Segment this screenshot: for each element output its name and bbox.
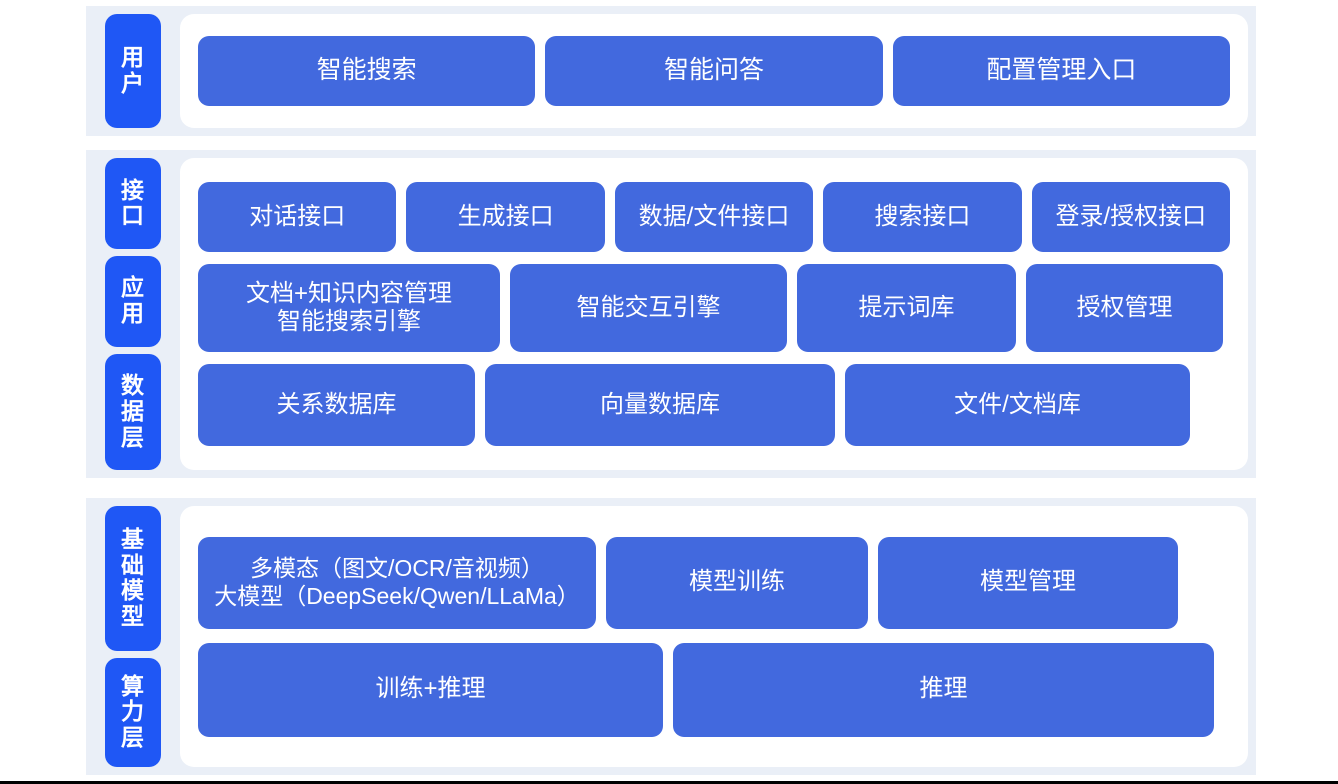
- card-middle: 对话接口 生成接口 数据/文件接口 搜索接口 登录/授权接口 文: [180, 158, 1248, 470]
- box-dialog-api-label: 对话接口: [249, 202, 346, 230]
- box-vector-database[interactable]: 向量数据库: [485, 364, 835, 446]
- box-search-api-label: 搜索接口: [874, 202, 971, 230]
- box-config-management-entry-label: 配置管理入口: [986, 56, 1137, 85]
- section-bottom: 基础模型 算力层 多模态（图文/OCR/音视频） 大模型（DeepSeek/Qw…: [86, 498, 1256, 775]
- box-training-and-inference-label: 训练+推理: [375, 675, 486, 703]
- row-application: 文档+知识内容管理 智能搜索引擎 智能交互引擎 提示词库 授权管理: [198, 264, 1230, 352]
- box-inference-label: 推理: [919, 675, 968, 703]
- rail-middle: 接口 应用 数据层: [86, 150, 180, 478]
- box-multimodal-large-model-text: 多模态（图文/OCR/音视频） 大模型（DeepSeek/Qwen/LLaMa）: [214, 555, 580, 609]
- box-training-and-inference[interactable]: 训练+推理: [198, 642, 663, 737]
- box-data-file-api-label: 数据/文件接口: [638, 202, 790, 230]
- box-inference[interactable]: 推理: [673, 642, 1214, 737]
- box-relational-database-label: 关系数据库: [276, 390, 397, 418]
- box-smart-interaction-engine-label: 智能交互引擎: [576, 293, 721, 321]
- box-smart-qa-label: 智能问答: [663, 56, 764, 85]
- box-model-training-label: 模型训练: [689, 568, 785, 596]
- layer-chip-compute-layer[interactable]: 算力层: [105, 657, 161, 767]
- box-dialog-api[interactable]: 对话接口: [198, 182, 397, 252]
- layer-chip-interface[interactable]: 接口: [105, 158, 161, 249]
- box-config-management-entry[interactable]: 配置管理入口: [892, 36, 1230, 106]
- box-smart-search[interactable]: 智能搜索: [198, 36, 536, 106]
- row-model: 多模态（图文/OCR/音视频） 大模型（DeepSeek/Qwen/LLaMa）…: [198, 536, 1230, 629]
- box-smart-search-label: 智能搜索: [316, 56, 417, 85]
- layer-chip-foundation-model-label: 基础模型: [120, 525, 145, 629]
- box-doc-knowledge-management-label-line2: 智能搜索引擎: [276, 308, 421, 335]
- box-model-training[interactable]: 模型训练: [606, 536, 868, 629]
- row-compute: 训练+推理 推理: [198, 642, 1230, 737]
- layer-chip-compute-layer-label: 算力层: [120, 672, 145, 751]
- box-relational-database[interactable]: 关系数据库: [198, 364, 475, 446]
- layer-chip-interface-label: 接口: [120, 176, 145, 229]
- box-login-auth-api[interactable]: 登录/授权接口: [1031, 182, 1231, 252]
- layer-chip-application[interactable]: 应用: [105, 255, 161, 347]
- row-data: 关系数据库 向量数据库 文件/文档库: [198, 364, 1230, 446]
- box-model-management-label: 模型管理: [980, 568, 1076, 596]
- layer-chip-application-label: 应用: [120, 274, 145, 327]
- layer-chip-user-label: 用户: [120, 44, 145, 96]
- box-prompt-library[interactable]: 提示词库: [797, 264, 1016, 352]
- box-authorization-management[interactable]: 授权管理: [1026, 264, 1223, 352]
- box-login-auth-api-label: 登录/授权接口: [1055, 202, 1207, 230]
- box-search-api[interactable]: 搜索接口: [823, 182, 1022, 252]
- row-interface: 对话接口 生成接口 数据/文件接口 搜索接口 登录/授权接口: [198, 182, 1231, 252]
- box-prompt-library-label: 提示词库: [858, 293, 955, 321]
- layer-chip-foundation-model[interactable]: 基础模型: [105, 506, 161, 651]
- box-generation-api-label: 生成接口: [457, 202, 554, 230]
- layer-chip-user[interactable]: 用户: [105, 14, 161, 128]
- rail-user: 用户: [86, 6, 180, 136]
- box-multimodal-large-model-label-line2: 大模型（DeepSeek/Qwen/LLaMa）: [214, 582, 580, 609]
- box-multimodal-large-model[interactable]: 多模态（图文/OCR/音视频） 大模型（DeepSeek/Qwen/LLaMa）: [198, 536, 596, 629]
- box-doc-knowledge-management[interactable]: 文档+知识内容管理 智能搜索引擎: [198, 264, 500, 352]
- box-generation-api[interactable]: 生成接口: [406, 182, 605, 252]
- row-user-entries: 智能搜索 智能问答 配置管理入口: [198, 36, 1230, 106]
- box-doc-knowledge-management-text: 文档+知识内容管理 智能搜索引擎: [246, 280, 452, 337]
- box-file-document-store[interactable]: 文件/文档库: [845, 364, 1190, 446]
- card-bottom: 多模态（图文/OCR/音视频） 大模型（DeepSeek/Qwen/LLaMa）…: [180, 506, 1248, 767]
- box-smart-qa[interactable]: 智能问答: [545, 36, 883, 106]
- section-user: 用户 智能搜索 智能问答 配置管理入口: [86, 6, 1256, 136]
- box-smart-interaction-engine[interactable]: 智能交互引擎: [510, 264, 787, 352]
- box-multimodal-large-model-label-line1: 多模态（图文/OCR/音视频）: [250, 555, 544, 582]
- box-authorization-management-label: 授权管理: [1076, 293, 1173, 321]
- layer-chip-data-layer-label: 数据层: [120, 372, 145, 450]
- box-file-document-store-label: 文件/文档库: [954, 390, 1081, 418]
- box-model-management[interactable]: 模型管理: [878, 536, 1178, 629]
- section-middle: 接口 应用 数据层 对话接口 生成接口 数据/文件接口: [86, 150, 1256, 478]
- box-vector-database-label: 向量数据库: [600, 390, 720, 418]
- rail-bottom: 基础模型 算力层: [86, 498, 180, 775]
- box-data-file-api[interactable]: 数据/文件接口: [614, 182, 814, 252]
- card-user: 智能搜索 智能问答 配置管理入口: [180, 14, 1248, 128]
- box-doc-knowledge-management-label-line1: 文档+知识内容管理: [245, 279, 452, 307]
- layer-chip-data-layer[interactable]: 数据层: [105, 353, 161, 470]
